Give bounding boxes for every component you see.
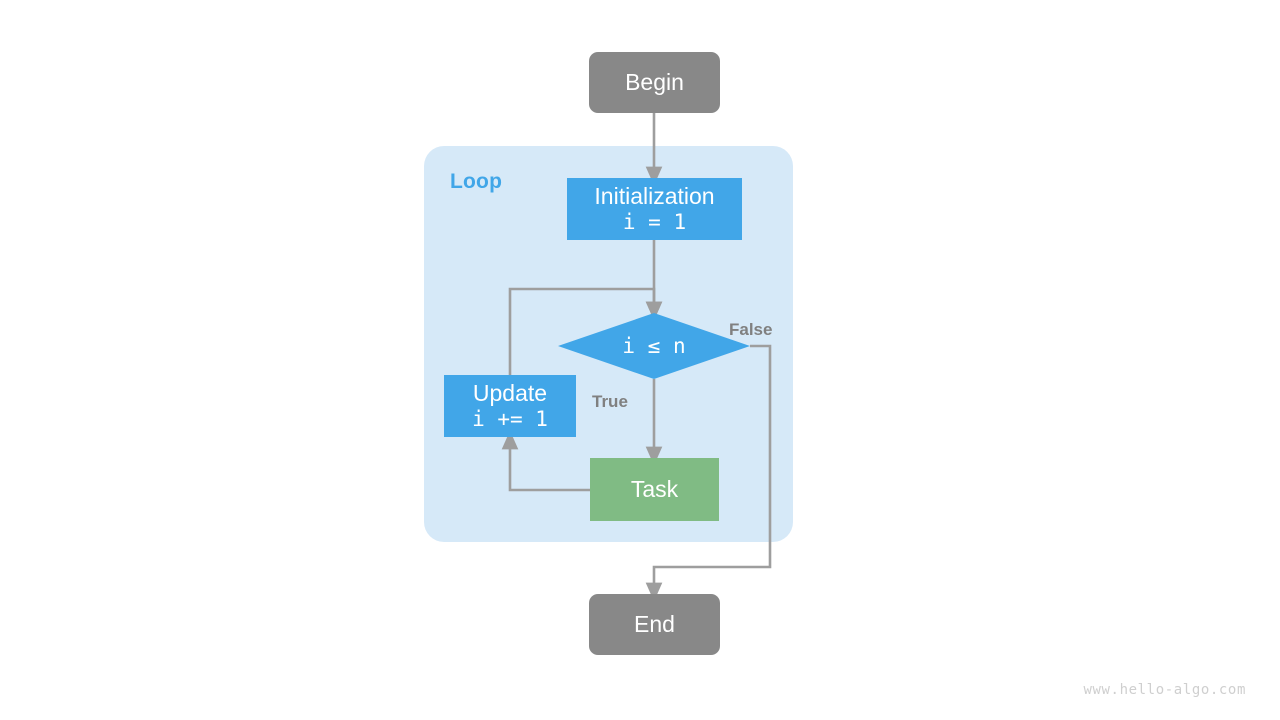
edge-condition-false-to-end xyxy=(645,344,772,602)
node-condition-code: i ≤ n xyxy=(622,334,686,358)
node-end-label: End xyxy=(634,610,675,637)
edge-label-false: False xyxy=(729,320,773,339)
watermark: www.hello-algo.com xyxy=(1083,682,1246,698)
loop-container-label: Loop xyxy=(450,170,503,193)
node-begin[interactable]: Begin xyxy=(589,52,720,113)
node-update[interactable]: Update i += 1 xyxy=(444,375,576,437)
node-condition[interactable]: i ≤ n xyxy=(558,313,750,379)
node-end[interactable]: End xyxy=(589,594,720,655)
node-initialization-code: i = 1 xyxy=(622,209,687,234)
node-initialization-label: Initialization xyxy=(594,182,715,209)
node-task-label: Task xyxy=(630,475,679,502)
node-begin-label: Begin xyxy=(625,68,684,95)
node-update-code: i += 1 xyxy=(472,406,548,431)
node-update-label: Update xyxy=(472,379,548,406)
node-initialization[interactable]: Initialization i = 1 xyxy=(567,178,742,240)
node-task[interactable]: Task xyxy=(590,458,719,521)
edge-label-true: True xyxy=(592,392,628,411)
edge-update-to-condition xyxy=(508,287,663,375)
edge-task-to-update xyxy=(501,430,590,492)
